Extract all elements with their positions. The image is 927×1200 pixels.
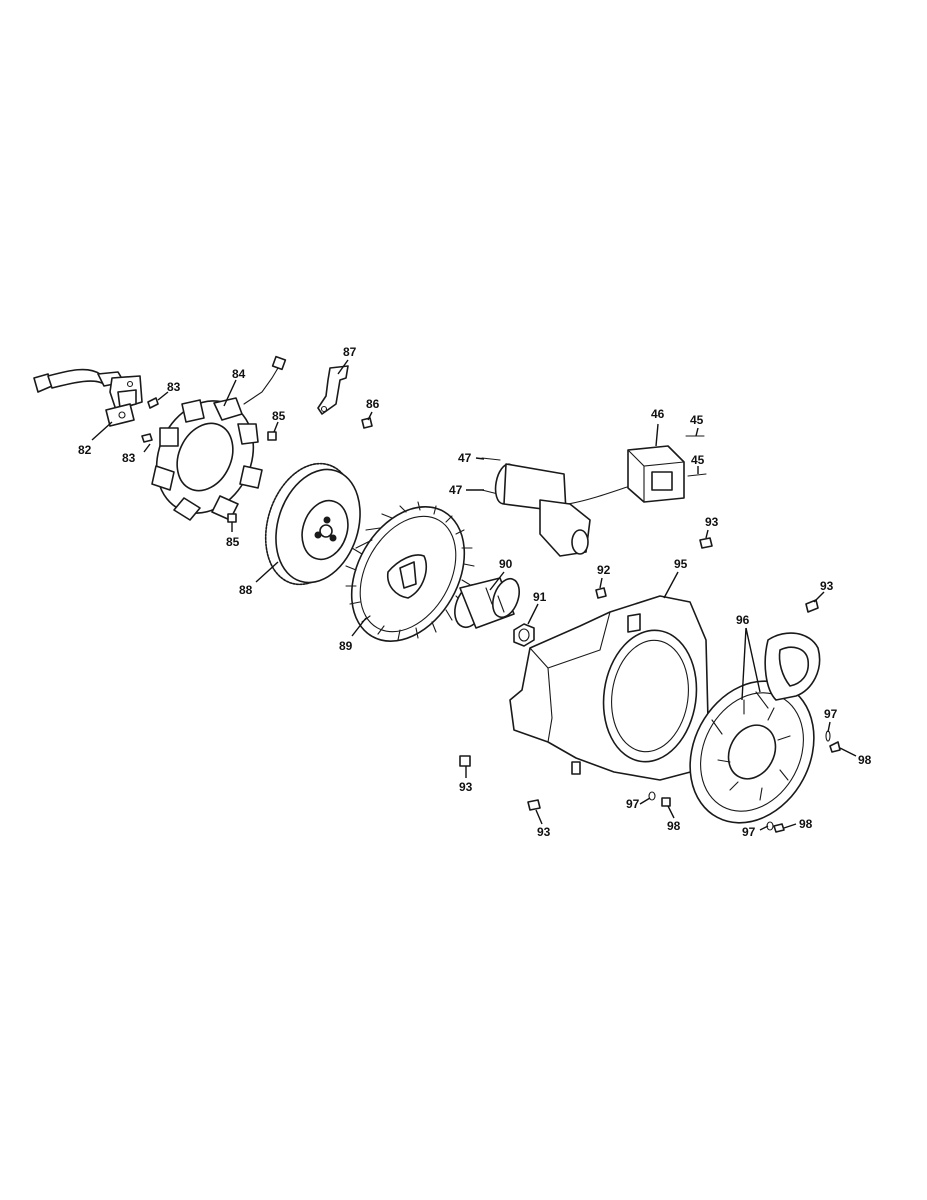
callout-47-lower: 47 xyxy=(449,483,463,497)
callout-97-mid: 97 xyxy=(626,797,640,811)
starter-pulley xyxy=(454,577,520,629)
callout-93-right: 93 xyxy=(820,579,834,593)
callout-89: 89 xyxy=(339,639,353,653)
callout-88: 88 xyxy=(239,583,253,597)
starter-solenoid xyxy=(627,445,685,503)
callout-45-lower: 45 xyxy=(691,453,705,467)
callout-93-left: 93 xyxy=(459,780,473,794)
callout-85-lower: 85 xyxy=(226,535,240,549)
starter-motor xyxy=(494,463,631,557)
cooling-fan xyxy=(345,501,475,642)
callout-83-lower: 83 xyxy=(122,451,136,465)
callout-92: 92 xyxy=(597,563,611,577)
flywheel-nut xyxy=(513,623,535,647)
recoil-starter xyxy=(689,632,821,824)
callout-labels: 82 83 83 84 85 85 86 87 88 89 90 91 92 9… xyxy=(78,345,872,839)
callout-82: 82 xyxy=(78,443,92,457)
callout-93-bottom: 93 xyxy=(537,825,551,839)
callout-91: 91 xyxy=(533,590,547,604)
callout-45-upper: 45 xyxy=(690,413,704,427)
ignition-coil xyxy=(33,368,143,427)
bracket xyxy=(317,365,349,415)
callout-46: 46 xyxy=(651,407,665,421)
callout-85-upper: 85 xyxy=(272,409,286,423)
callout-98-mid: 98 xyxy=(667,819,681,833)
callout-83-upper: 83 xyxy=(167,380,181,394)
callout-97-bottom: 97 xyxy=(742,825,756,839)
blower-housing xyxy=(509,595,709,781)
callout-84: 84 xyxy=(232,367,246,381)
leader-lines xyxy=(91,359,857,831)
flywheel xyxy=(264,462,361,586)
callout-47-upper: 47 xyxy=(458,451,472,465)
callout-97-right: 97 xyxy=(824,707,838,721)
small-fasteners xyxy=(141,397,841,833)
callout-98-bottom: 98 xyxy=(799,817,813,831)
callout-95: 95 xyxy=(674,557,688,571)
stator xyxy=(151,355,287,521)
callout-96: 96 xyxy=(736,613,750,627)
callout-98-right: 98 xyxy=(858,753,872,767)
callout-90: 90 xyxy=(499,557,513,571)
callout-87: 87 xyxy=(343,345,357,359)
callout-86: 86 xyxy=(366,397,380,411)
callout-93-upper: 93 xyxy=(705,515,719,529)
